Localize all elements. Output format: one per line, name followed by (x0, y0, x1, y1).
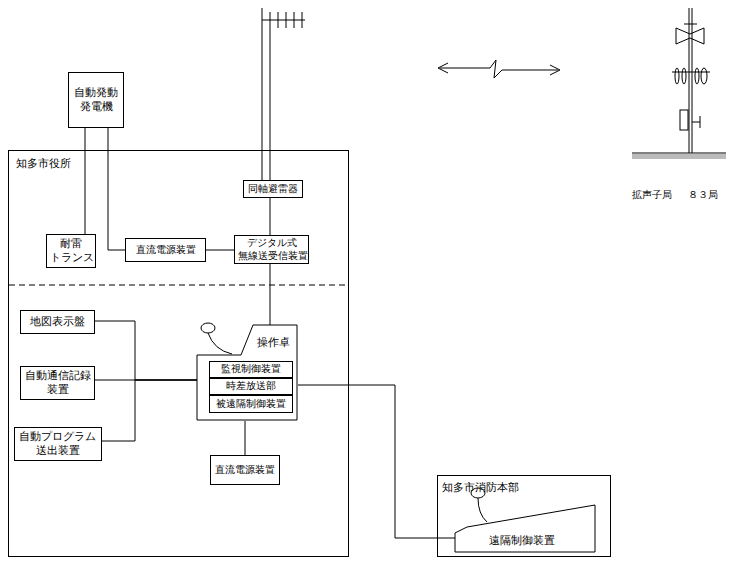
antenna-mast (262, 8, 263, 180)
console-shape: 操作卓監視制御装置時差放送部被遠隔制御装置 (197, 325, 298, 421)
station-label: 拡声子局 (632, 188, 672, 202)
node-label: 地図表示盤 (21, 315, 94, 329)
connector (85, 128, 86, 234)
radio-unit-box: デジタル式 無線送受信装置 (234, 235, 309, 264)
connector (270, 198, 271, 235)
floor-divider (9, 285, 348, 286)
tower-mast (689, 8, 690, 153)
building-box: 知多市役所同軸避雷器耐雷 トランス直流電源装置デジタル式 無線送受信装置地図表示… (8, 150, 349, 557)
radio-link (440, 60, 558, 78)
power-supply-box: 直流電源装置 (210, 455, 280, 485)
recorder-box: 自動通信記録 装置 (20, 366, 95, 400)
arrow-head (438, 63, 448, 73)
antenna-element (286, 12, 287, 28)
tower-antenna (682, 68, 686, 84)
node-label: 知多市役所 (16, 157, 71, 170)
node-label: 遠隔制御装置 (489, 534, 555, 547)
ground-line (632, 153, 726, 154)
ground (632, 154, 726, 159)
tower-arm (672, 72, 710, 73)
node-label: デジタル式 無線送受信装置 (235, 237, 308, 262)
connector (245, 421, 246, 455)
node-label: 知多市消防本部 (442, 481, 519, 494)
control-box (680, 110, 688, 130)
tower-arm (692, 122, 700, 123)
building-box: 知多市消防本部遠隔制御装置 (437, 475, 611, 557)
node-label: 同軸避雷器 (244, 183, 302, 196)
station-label: ８３局 (688, 188, 718, 202)
microphone-stem (208, 333, 232, 354)
horn-speaker (676, 28, 704, 44)
program-box: 自動プログラム 送出装置 (14, 427, 102, 461)
tower-antenna (695, 68, 699, 84)
arrester-box: 同軸避雷器 (243, 180, 303, 198)
node-label: 監視制御装置 (210, 363, 292, 376)
generator-box: 自動発動 発電機 (68, 72, 124, 128)
antenna-mast (270, 12, 271, 180)
tower-antenna (701, 68, 707, 84)
node-label: 自動通信記録 装置 (21, 369, 94, 397)
control-box: 時差放送部 (209, 378, 293, 395)
connector (206, 250, 234, 251)
power-supply-box: 直流電源装置 (125, 238, 206, 262)
tower-arm (684, 24, 697, 25)
tower-arm (700, 116, 701, 128)
console-shape: 遠隔制御装置 (455, 505, 595, 552)
connector (95, 321, 197, 380)
antenna-element (278, 12, 279, 28)
tower-antenna (675, 68, 679, 84)
node-label: 直流電源装置 (211, 464, 279, 477)
node-label: 時差放送部 (210, 380, 292, 393)
connector (108, 128, 125, 250)
transformer-box: 耐雷 トランス (46, 234, 96, 268)
tower-mast (692, 8, 693, 153)
map-panel-box: 地図表示盤 (20, 310, 95, 334)
connector (298, 385, 455, 538)
node-label: 操作卓 (257, 336, 290, 349)
node-label: 自動発動 発電機 (69, 86, 123, 114)
antenna-element (302, 12, 303, 28)
node-label: 耐雷 トランス (47, 237, 95, 265)
antenna-element (262, 20, 305, 21)
node-label: 直流電源装置 (126, 244, 205, 257)
antenna-element (294, 12, 295, 28)
console-outline (455, 505, 595, 552)
control-box: 監視制御装置 (209, 361, 293, 378)
console-outline (197, 325, 297, 420)
connector (102, 380, 198, 441)
microphone (201, 323, 215, 333)
node-label: 自動プログラム 送出装置 (15, 430, 101, 458)
arrow-head (550, 65, 560, 75)
control-box: 被遠隔制御装置 (209, 395, 293, 413)
microphone-stem (478, 498, 487, 522)
node-label: 被遠隔制御装置 (210, 398, 292, 411)
connector (270, 264, 271, 325)
